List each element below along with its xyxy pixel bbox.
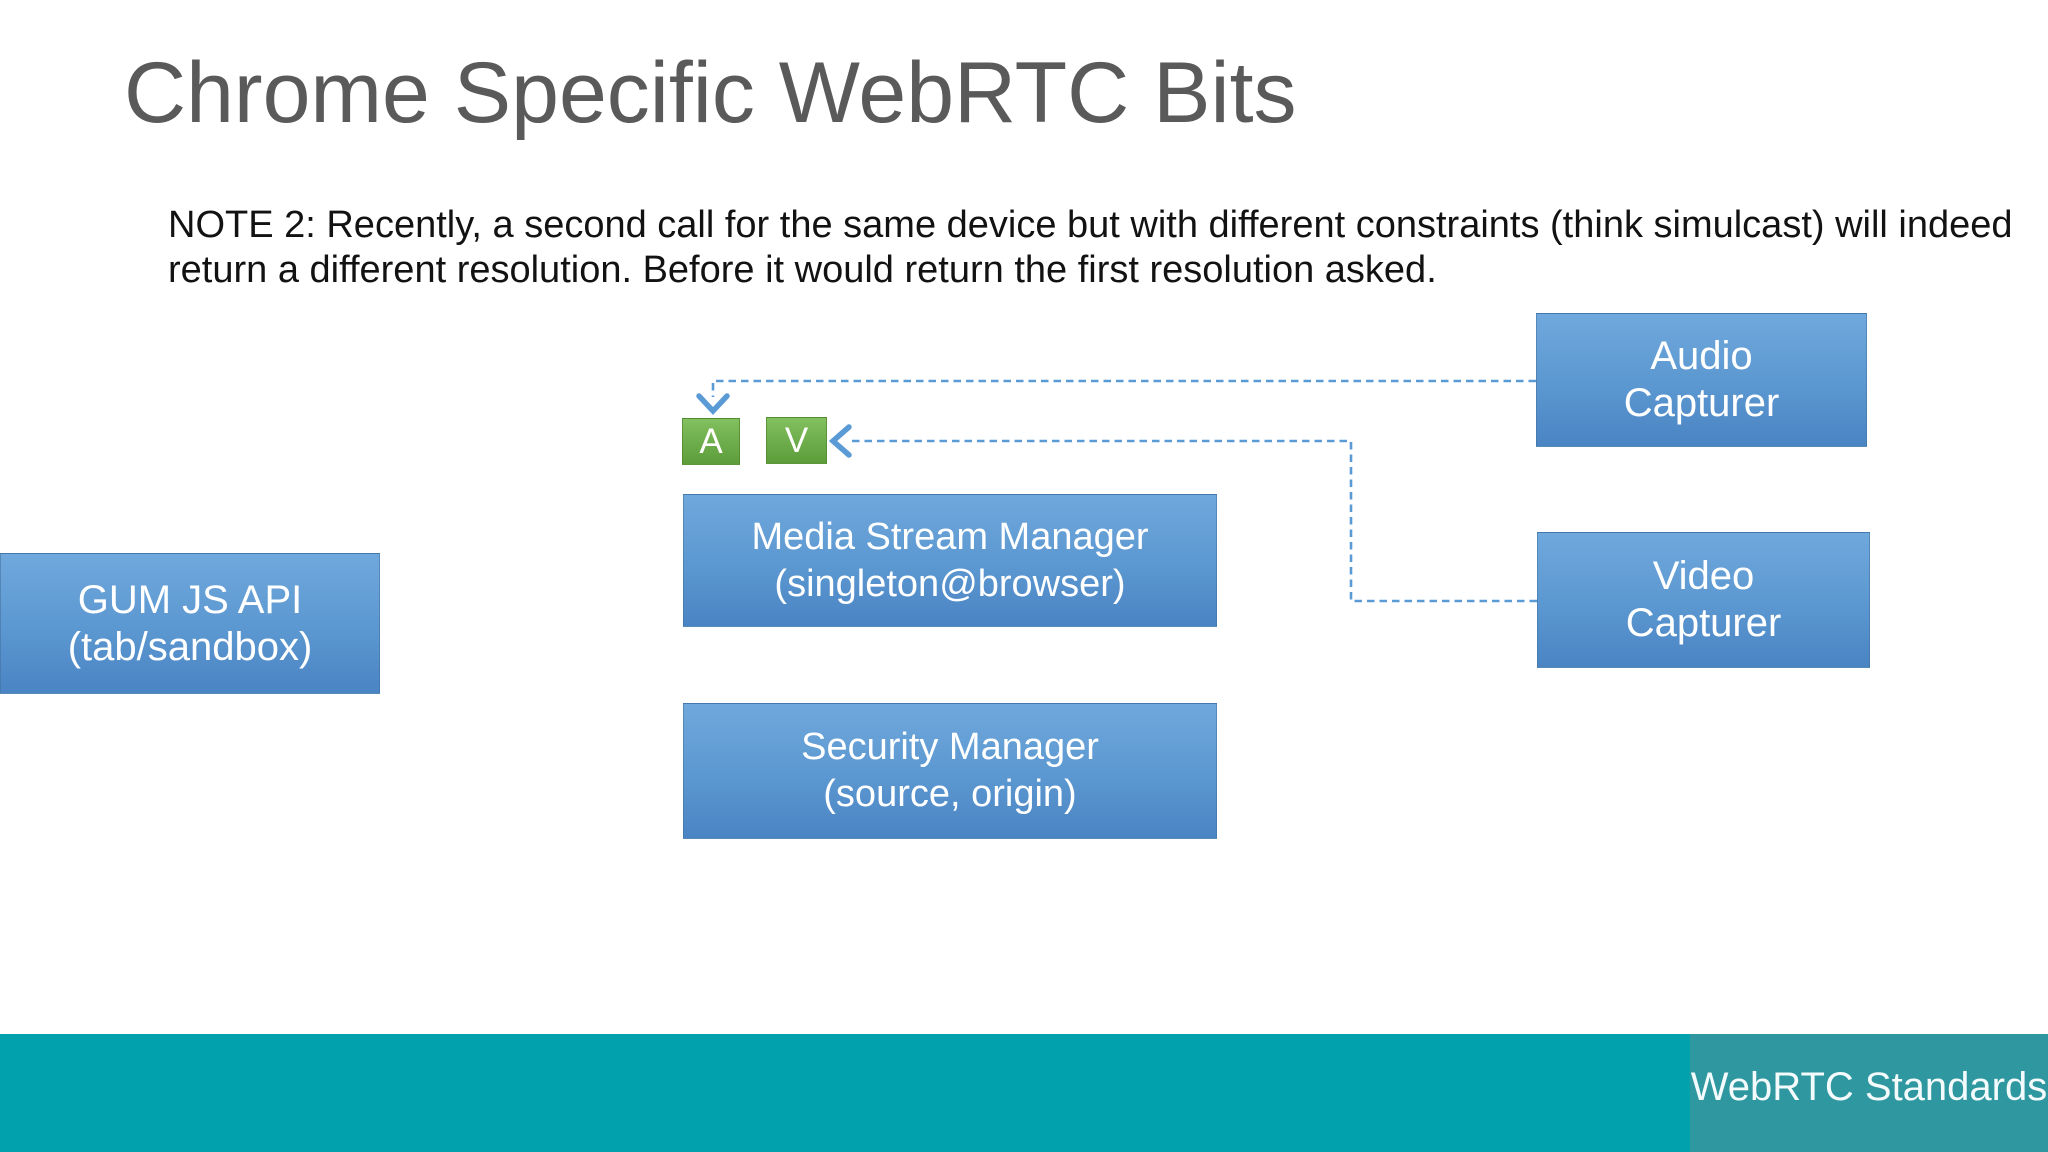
media-stream-manager-label: Media Stream Manager [751,515,1149,558]
audio-connector-line [711,379,1536,397]
media-stream-manager-box: Media Stream Manager (singleton@browser) [683,494,1217,627]
audio-badge: A [682,418,740,465]
gum-js-api-sublabel: (tab/sandbox) [67,624,313,669]
audio-capturer-box: Audio Capturer [1536,313,1867,447]
gum-js-api-label: GUM JS API [77,577,303,622]
security-manager-sublabel: (source, origin) [823,773,1077,815]
audio-capturer-label: Audio [1650,334,1753,378]
note-line-1: NOTE 2: Recently, a second call for the … [168,204,2013,246]
footer-brand-box: WebRTC Standards [1690,1034,2048,1152]
video-badge: V [766,417,827,464]
arrow-left-icon [828,424,852,458]
audio-capturer-sublabel: Capturer [1623,381,1780,425]
security-manager-label: Security Manager [801,726,1099,768]
video-capturer-box: Video Capturer [1537,532,1870,668]
audio-badge-label: A [699,421,723,461]
slide-title: Chrome Specific WebRTC Bits [124,45,1297,141]
security-manager-box: Security Manager (source, origin) [683,703,1217,839]
note-text: NOTE 2: Recently, a second call for the … [168,203,2013,293]
note-line-2: return a different resolution. Before it… [168,249,1437,291]
footer-brand-text: WebRTC Standards [1690,1064,2048,1109]
arrow-down-icon [696,393,730,416]
gum-js-api-box: GUM JS API (tab/sandbox) [0,553,380,694]
video-capturer-label: Video [1652,554,1755,598]
media-stream-manager-sublabel: (singleton@browser) [774,562,1126,605]
video-badge-label: V [784,420,809,460]
video-capturer-sublabel: Capturer [1625,601,1782,645]
